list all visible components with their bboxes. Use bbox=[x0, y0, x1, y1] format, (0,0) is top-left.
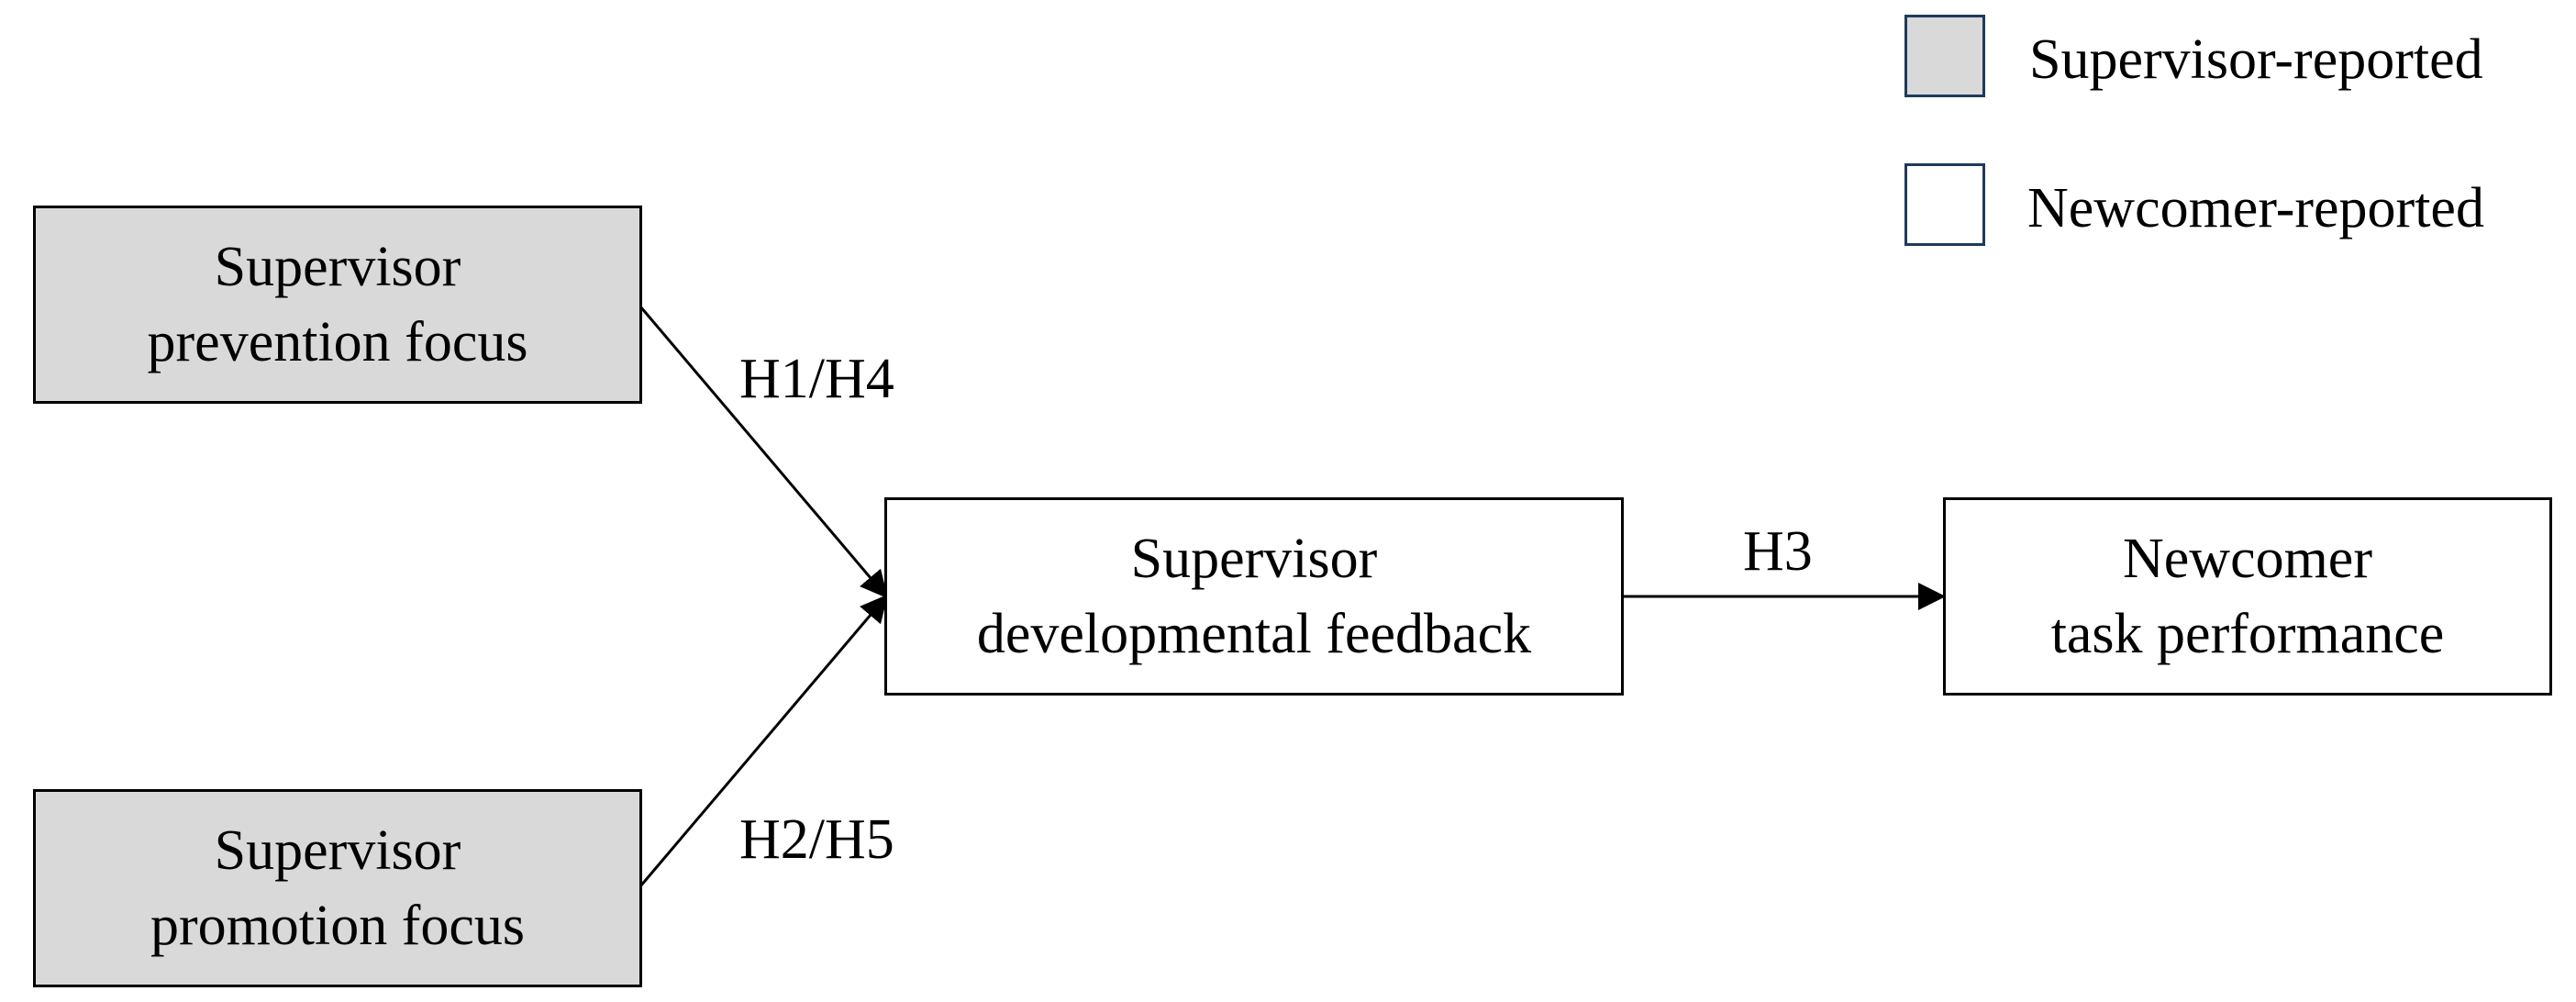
node-feedback-line1: Supervisor bbox=[1130, 528, 1378, 590]
node-performance-line1: Newcomer bbox=[2123, 528, 2372, 590]
edge-label-h2-h5: H2/H5 bbox=[739, 808, 894, 871]
node-promotion-line1: Supervisor bbox=[214, 819, 461, 882]
node-promotion-line2: promotion focus bbox=[150, 895, 526, 957]
node-supervisor-prevention-focus: Supervisor prevention focus bbox=[33, 206, 642, 404]
legend-swatch-newcomer-reported bbox=[1904, 163, 1985, 246]
node-prevention-line2: prevention focus bbox=[147, 311, 528, 373]
edge-label-h3: H3 bbox=[1743, 520, 1813, 583]
edge-label-h1-h4: H1/H4 bbox=[739, 348, 894, 410]
arrow-promotion-to-feedback bbox=[638, 594, 888, 887]
legend-label-newcomer-reported: Newcomer-reported bbox=[2027, 177, 2484, 239]
legend-swatch-supervisor-reported bbox=[1904, 15, 1985, 97]
arrow-prevention-to-feedback bbox=[638, 306, 888, 599]
node-supervisor-promotion-focus: Supervisor promotion focus bbox=[33, 789, 642, 987]
legend-label-supervisor-reported: Supervisor-reported bbox=[2029, 28, 2483, 91]
node-feedback-line2: developmental feedback bbox=[976, 603, 1532, 665]
node-performance-line2: task performance bbox=[2050, 603, 2445, 665]
node-prevention-line1: Supervisor bbox=[214, 236, 461, 298]
node-newcomer-task-performance: Newcomer task performance bbox=[1943, 497, 2552, 696]
node-supervisor-developmental-feedback: Supervisor developmental feedback bbox=[884, 497, 1624, 696]
